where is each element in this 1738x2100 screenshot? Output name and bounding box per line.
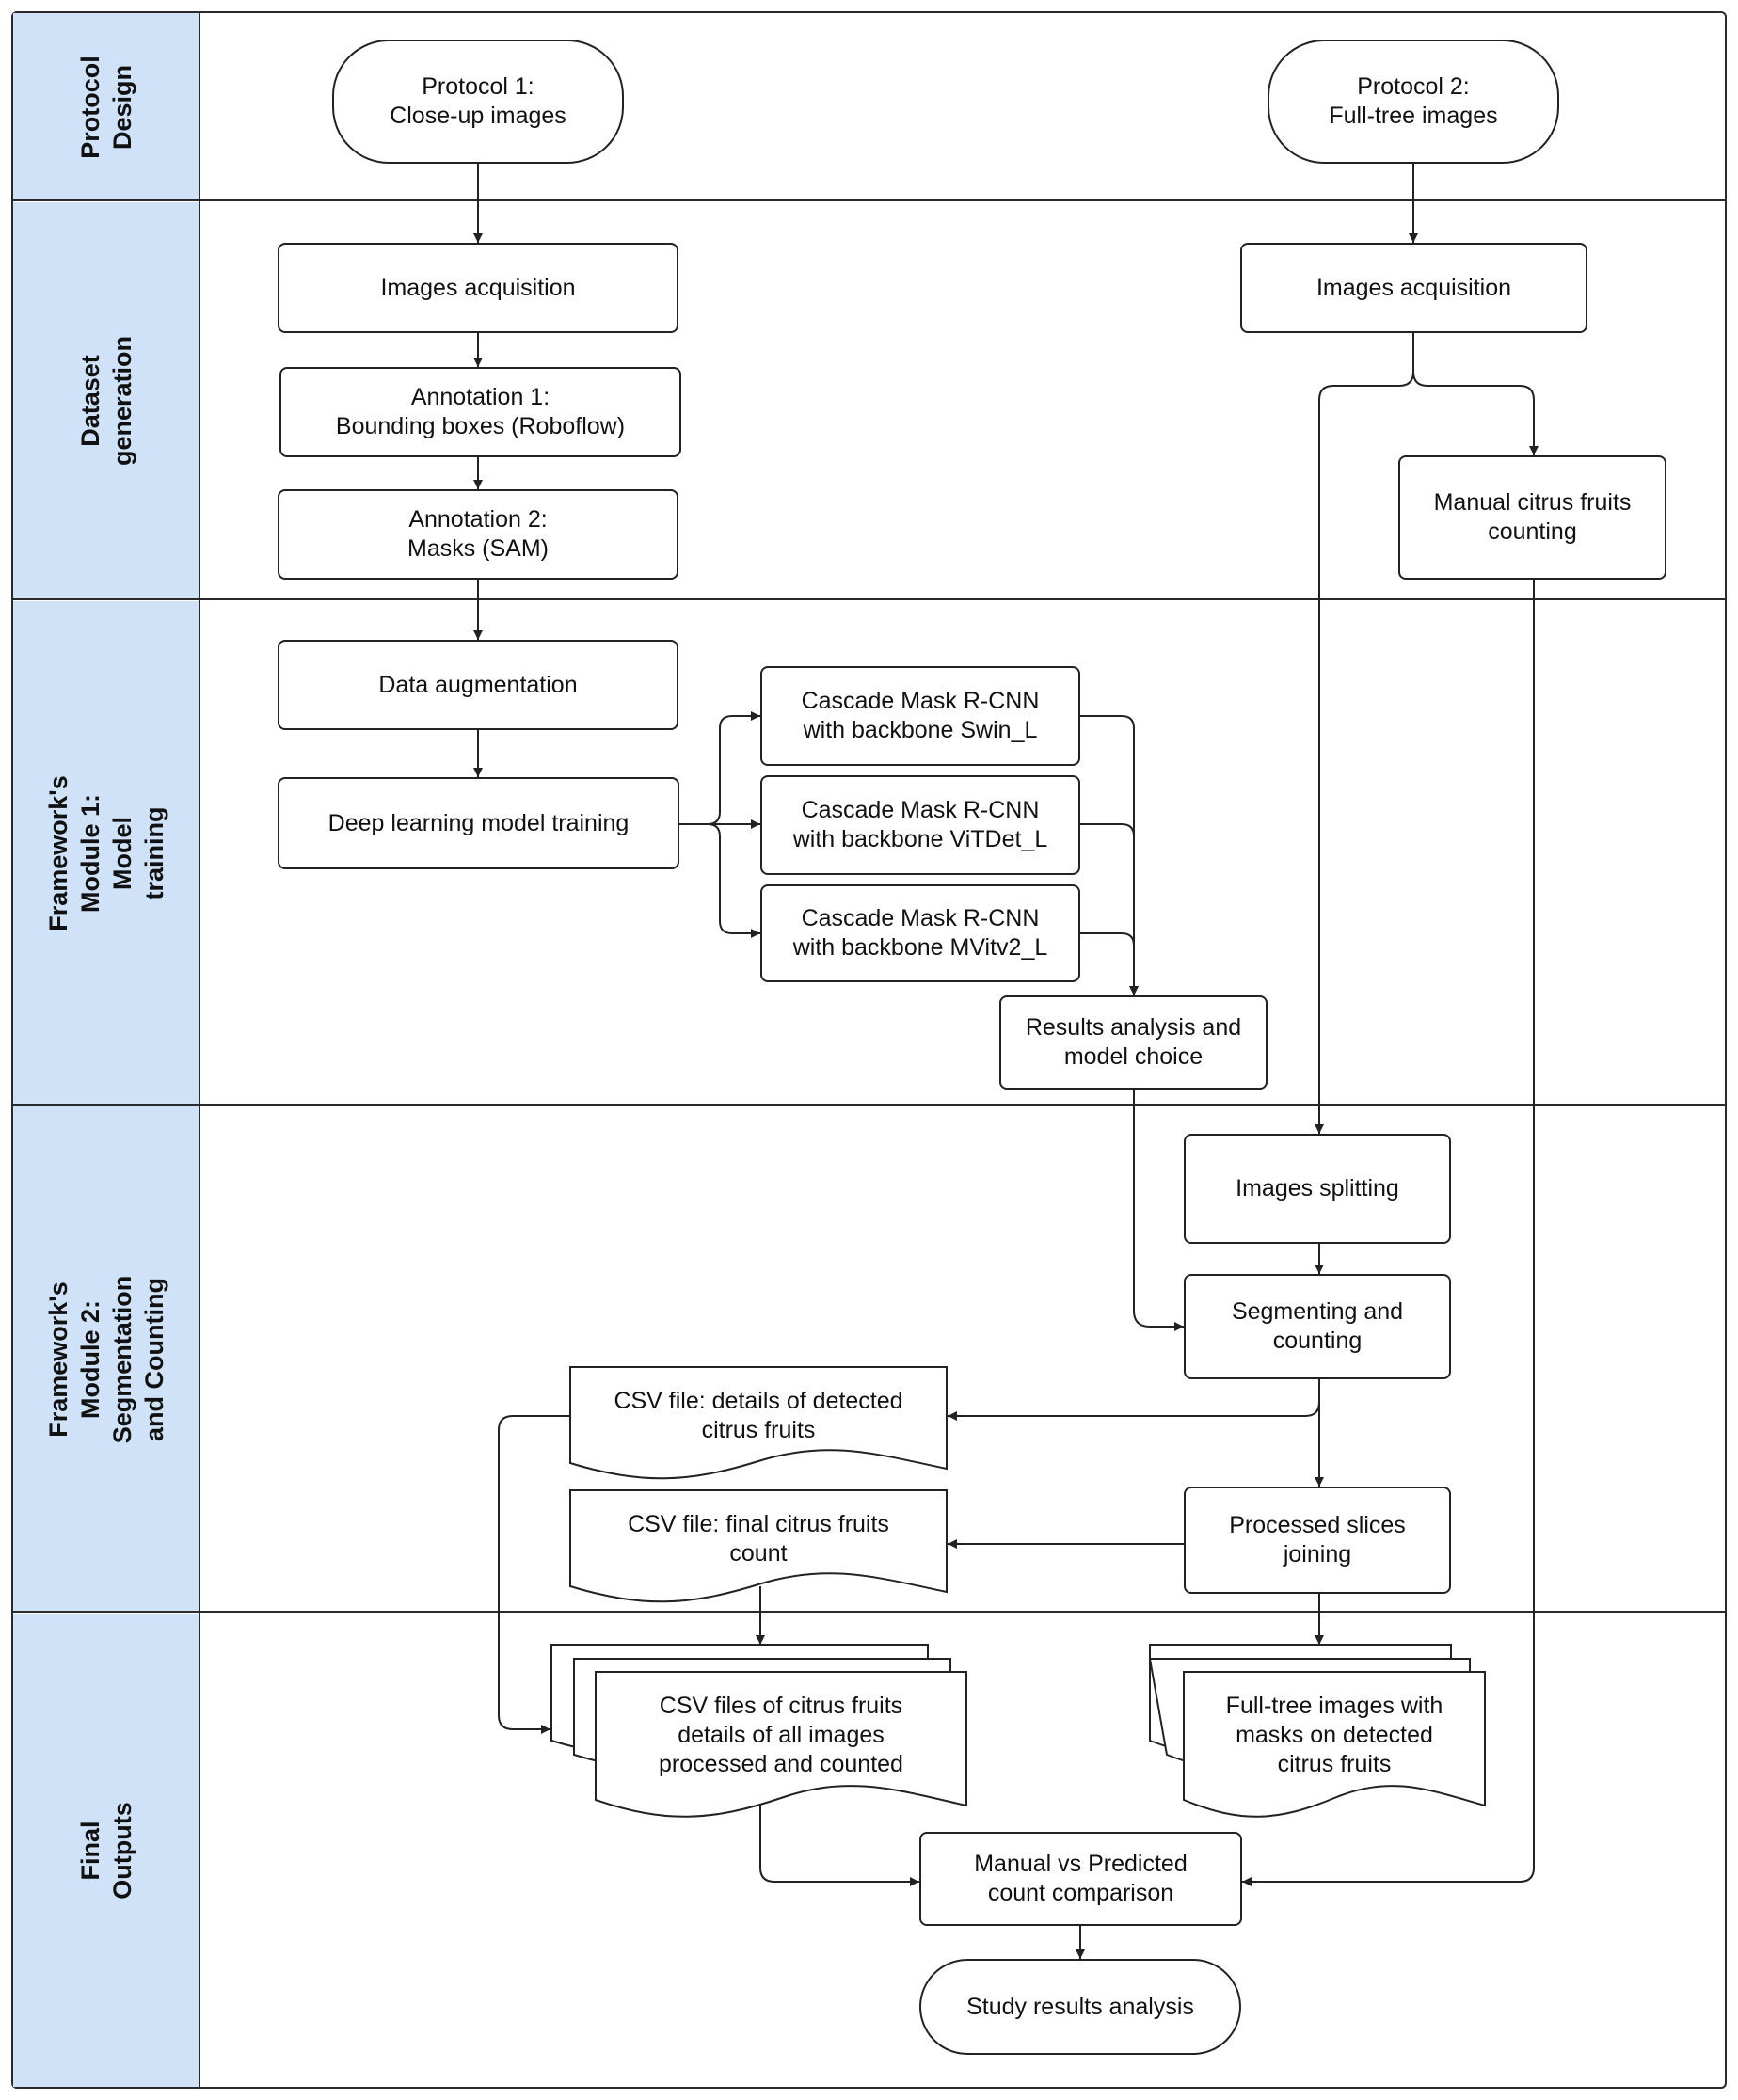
csv-count-node: CSV file: final citrus fruits count (628, 1511, 889, 1567)
results-analysis-node: Results analysis and model choice (999, 995, 1268, 1090)
acq2-node: Images acquisition (1240, 243, 1587, 333)
dl-training-node: Deep learning model training (278, 777, 679, 869)
slices-joining-node: Processed slices joining (1184, 1487, 1451, 1594)
arrow-acq2-to-manual-counting (1412, 333, 1539, 455)
fulltree-stack-front (1183, 1671, 1486, 1818)
arrow-vitdet-to-results (1080, 823, 1139, 995)
arrow-csv-details-to-csv-all (498, 1415, 570, 1734)
model-swin-node: Cascade Mask R-CNN with backbone Swin_L (760, 666, 1080, 766)
segmenting-counting-node: Segmenting and counting (1184, 1274, 1451, 1379)
model-mvit-node: Cascade Mask R-CNN with backbone MVitv2_… (760, 884, 1080, 982)
images-splitting-node: Images splitting (1184, 1134, 1451, 1244)
lane-label-dataset-generation: Dataset generation (13, 202, 199, 599)
arrow-training-to-mvit (679, 823, 760, 938)
csv-all-stack-front (595, 1671, 967, 1818)
annotation2-node: Annotation 2: Masks (SAM) (278, 489, 678, 580)
arrow-acq2-to-splitting (1315, 333, 1414, 1134)
protocol1-node: Protocol 1: Close-up images (332, 40, 624, 164)
lane-label-final-outputs: Final Outputs (13, 1614, 199, 2087)
arrow-csv-all-to-comparison (759, 1802, 919, 1886)
lane-label-protocol-design: Protocol Design (13, 13, 199, 200)
arrow-segmenting-to-csv-details (948, 1379, 1320, 1421)
lane-label-module1: Framework's Module 1: Model training (13, 601, 199, 1105)
model-vitdet-node: Cascade Mask R-CNN with backbone ViTDet_… (760, 775, 1080, 875)
csv-details-document-shape (569, 1366, 948, 1480)
arrow-results-to-segmenting (1133, 1090, 1184, 1331)
arrow-swin-to-results (1080, 715, 1139, 995)
lane-label-module2: Framework's Module 2: Segmentation and C… (13, 1106, 199, 1612)
arrow-training-to-swin (679, 711, 760, 825)
comparison-node: Manual vs Predicted count comparison (919, 1832, 1242, 1926)
annotation1-node: Annotation 1: Bounding boxes (Roboflow) (279, 367, 681, 457)
protocol2-node: Protocol 2: Full-tree images (1268, 40, 1559, 164)
csv-details-node: CSV file: details of detected citrus fru… (614, 1388, 903, 1443)
diagram-frame (11, 11, 1727, 2089)
fulltree-masks-node: Full-tree images with masks on detected … (1225, 1692, 1443, 1777)
arrow-manual-counting-to-comparison (1242, 580, 1535, 1886)
manual-counting-node: Manual citrus fruits counting (1398, 455, 1666, 580)
csv-all-node: CSV files of citrus fruits details of al… (659, 1692, 903, 1777)
acq1-node: Images acquisition (278, 243, 678, 333)
arrow-mvit-to-results (1080, 932, 1139, 995)
data-augmentation-node: Data augmentation (278, 640, 678, 730)
csv-count-document-shape (569, 1489, 948, 1603)
study-results-node: Study results analysis (919, 1959, 1241, 2055)
